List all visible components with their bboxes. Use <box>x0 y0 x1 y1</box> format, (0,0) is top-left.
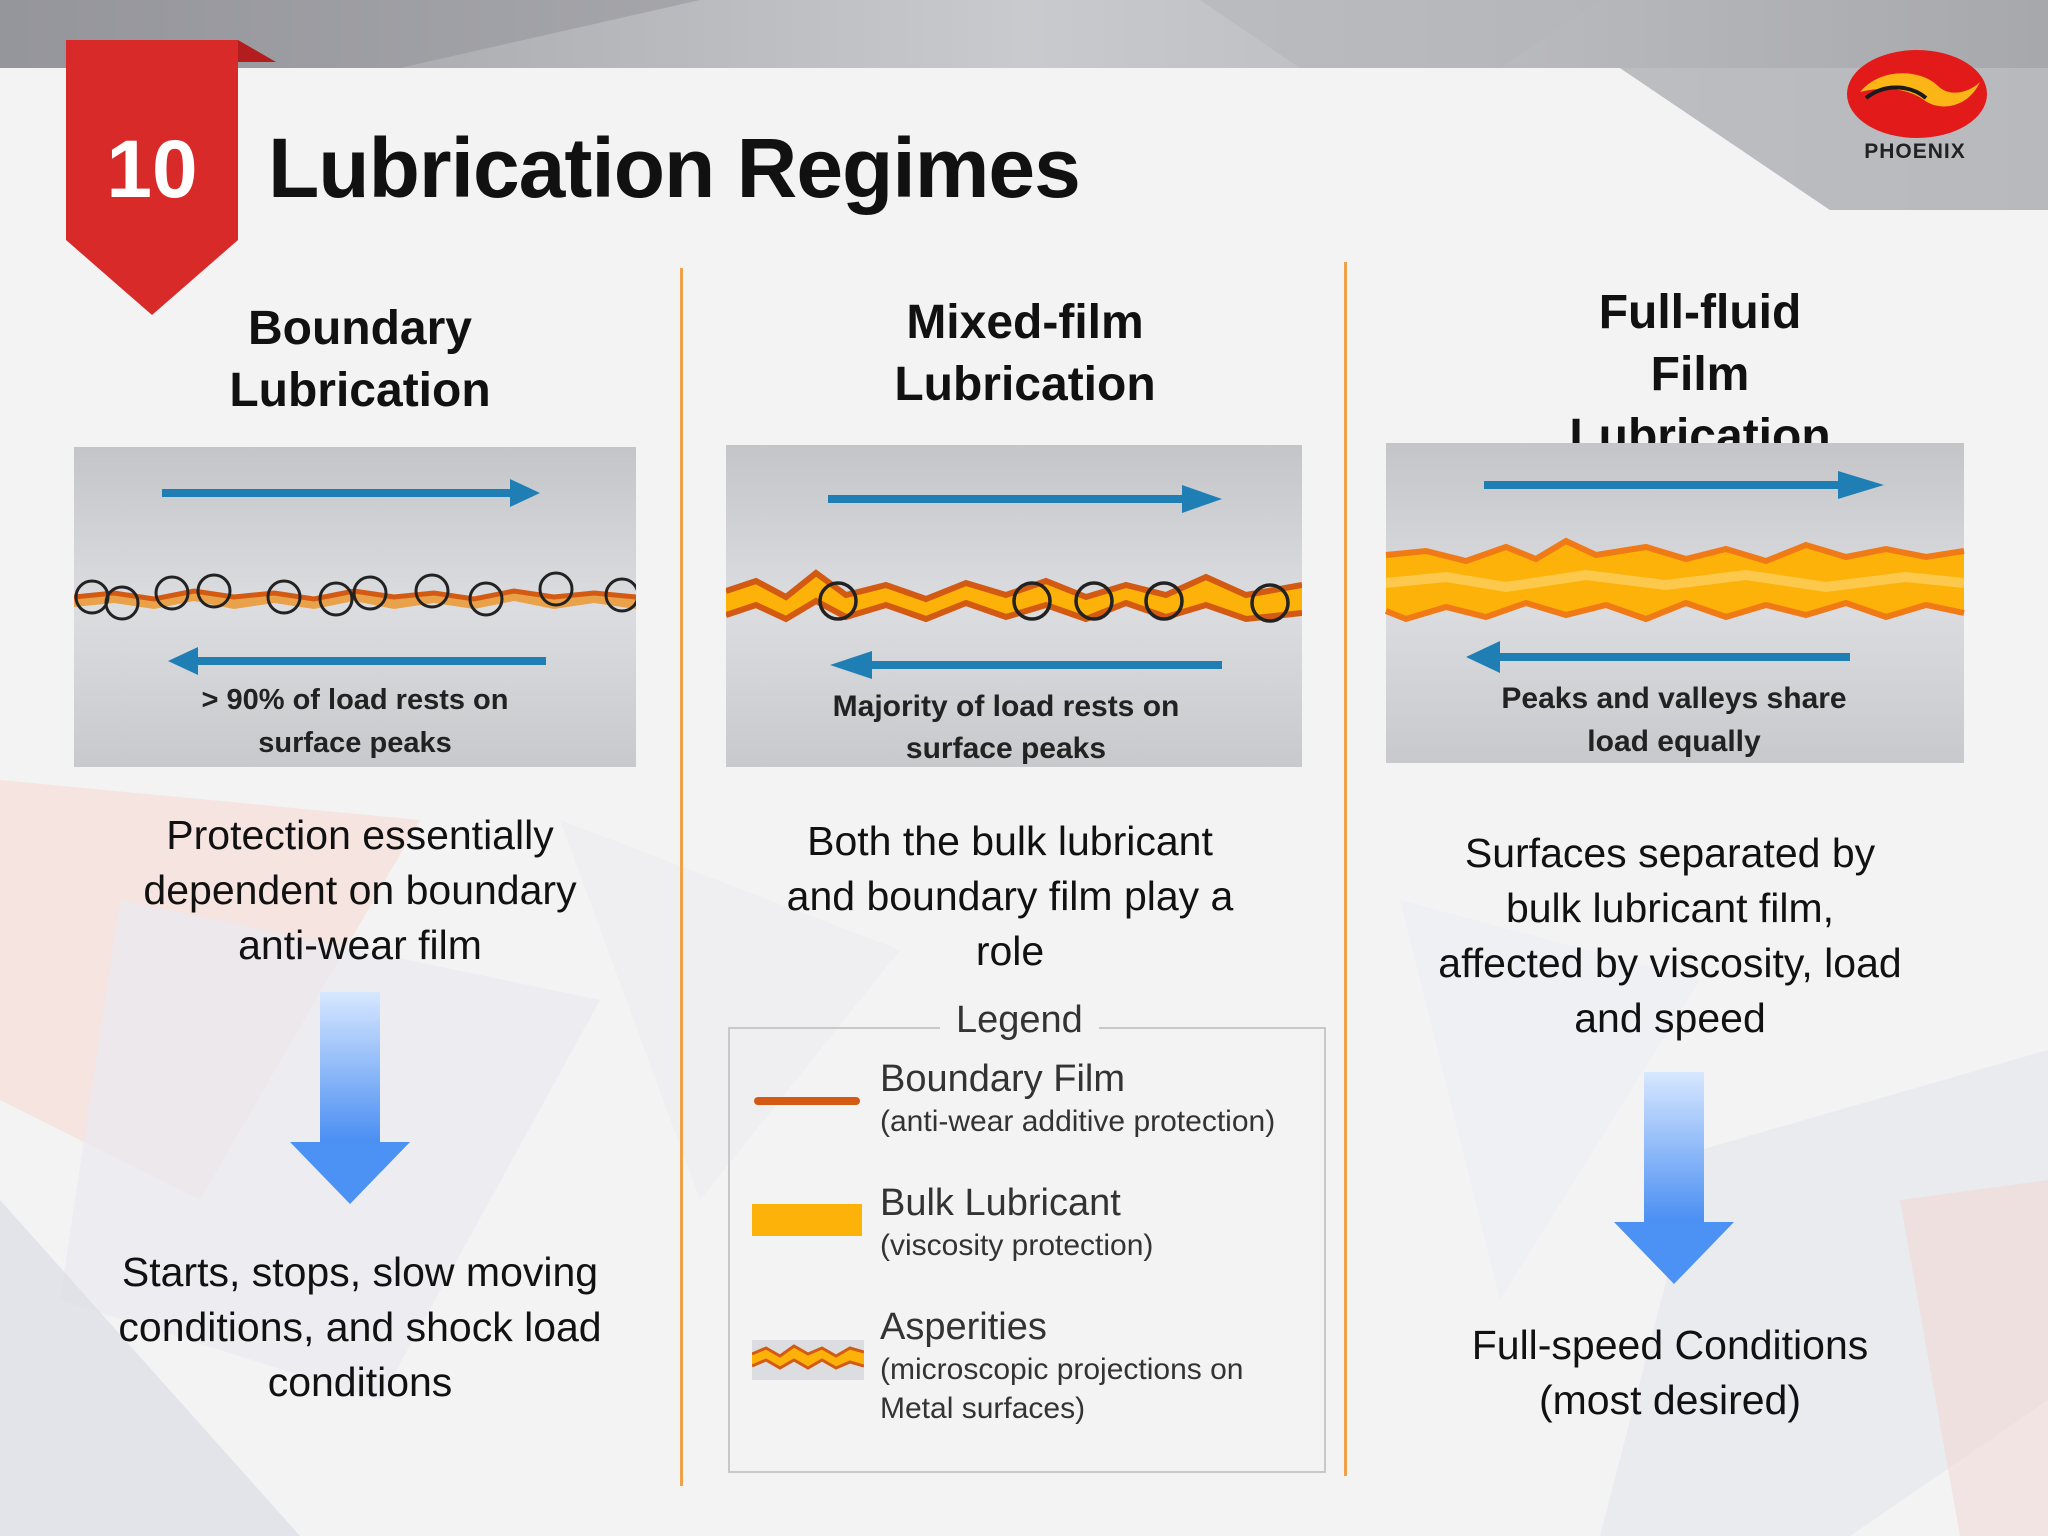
full-fluid-description: Surfaces separated by bulk lubricant fil… <box>1438 830 1902 1041</box>
mixed-film-caption-line: Majority of load rests on <box>833 690 1180 723</box>
direction-arrow-right-icon <box>828 485 1222 513</box>
bulk-lubricant-swatch <box>752 1204 862 1236</box>
legend-item-label: Boundary Film <box>880 1058 1125 1100</box>
full-fluid-caption-line: Peaks and valleys share <box>1501 682 1846 715</box>
full-fluid-diagram: Peaks and valleys share load equally <box>1384 443 1965 763</box>
full-fluid-conditions: Full-speed Conditions (most desired) <box>1471 1322 1869 1423</box>
legend-item-detail: (anti-wear additive protection) <box>880 1105 1276 1138</box>
legend-item-label: Bulk Lubricant <box>880 1182 1121 1224</box>
mixed-film-diagram: Majority of load rests on surface peaks <box>726 445 1302 767</box>
full-fluid-caption-line: load equally <box>1587 725 1761 758</box>
slide-number: 10 <box>106 124 198 215</box>
direction-arrow-right-icon <box>162 479 540 507</box>
boundary-film-swatch <box>754 1097 860 1105</box>
full-fluid-heading: Full-fluid Film Lubrication <box>1569 286 1831 463</box>
mixed-film-description: Both the bulk lubricant and boundary fil… <box>786 818 1234 974</box>
down-arrow-icon <box>1614 1072 1734 1284</box>
asperities-swatch <box>752 1340 864 1380</box>
boundary-caption-line: > 90% of load rests on <box>201 684 508 716</box>
direction-arrow-left-icon <box>1466 641 1850 673</box>
boundary-diagram: > 90% of load rests on surface peaks <box>74 447 636 767</box>
legend-item-label: Asperities <box>880 1306 1047 1348</box>
down-arrow-icon <box>290 992 410 1204</box>
legend-item-detail: (viscosity protection) <box>880 1229 1154 1262</box>
page-title: Lubrication Regimes <box>268 121 1081 215</box>
mixed-film-caption-line: surface peaks <box>906 732 1106 765</box>
direction-arrow-left-icon <box>830 651 1222 679</box>
boundary-description: Protection essentially dependent on boun… <box>143 812 577 968</box>
boundary-caption-line: surface peaks <box>258 727 451 759</box>
mixed-film-heading: Mixed-film Lubrication <box>894 296 1156 411</box>
legend-item-detail: Metal surfaces) <box>880 1392 1086 1425</box>
legend-item-detail: (microscopic projections on <box>880 1353 1244 1386</box>
phoenix-logo-icon <box>1847 50 1987 138</box>
direction-arrow-left-icon <box>168 647 546 675</box>
logo-wordmark: PHOENIX <box>1864 140 1966 163</box>
legend-title: Legend <box>940 996 1099 1044</box>
column-divider <box>680 268 683 1486</box>
boundary-conditions: Starts, stops, slow moving conditions, a… <box>118 1249 602 1405</box>
direction-arrow-right-icon <box>1484 471 1884 499</box>
column-divider <box>1344 262 1347 1476</box>
boundary-heading: Boundary Lubrication <box>229 302 491 417</box>
